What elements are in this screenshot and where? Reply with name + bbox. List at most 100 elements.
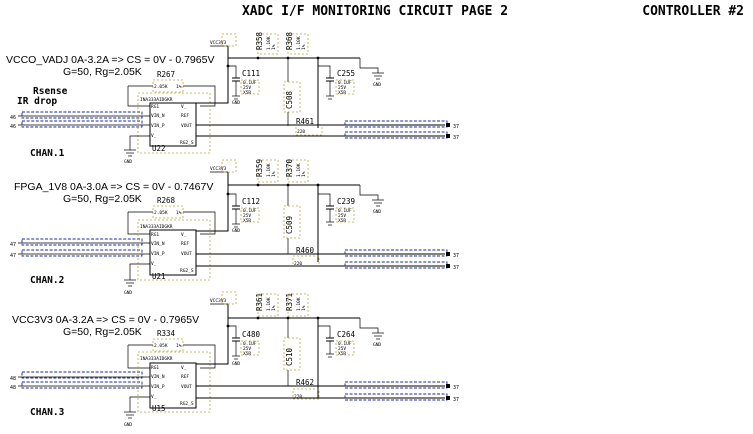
- svg-text:1.10K: 1.10K: [266, 163, 272, 177]
- channel-condition: VCC3V3 0A-3.2A => CS = 0V - 0.7965V: [12, 314, 199, 326]
- res-fb-value: 220: [294, 394, 302, 400]
- svg-text:GND: GND: [232, 361, 240, 367]
- svg-text:1%: 1%: [271, 171, 277, 177]
- cap-ref: C112: [242, 197, 260, 206]
- svg-text:0.1UF: 0.1UF: [243, 80, 257, 86]
- channel-gain: G=50, Rg=2.05K: [63, 66, 142, 78]
- svg-text:GND: GND: [232, 228, 240, 234]
- svg-text:VIN_P: VIN_P: [151, 384, 165, 390]
- input-pin-number: 46: [10, 115, 16, 121]
- svg-text:X5R: X5R: [243, 90, 251, 96]
- output-net-flags: 37 37: [196, 381, 459, 403]
- res-fb-ref: R461: [296, 117, 314, 126]
- svg-text:RG1: RG1: [151, 232, 159, 238]
- output-pin-number: 37: [453, 135, 459, 141]
- output-pin-number: 37: [453, 253, 459, 259]
- svg-text:1.10K: 1.10K: [296, 297, 302, 311]
- svg-text:1%: 1%: [301, 305, 307, 311]
- instrumentation-amplifier: INA333AIDGKR RG1 VIN_N VIN_P V_ V_ REF V…: [124, 219, 211, 296]
- channel-3-circuit: VCC3V3 0A-3.2A => CS = 0V - 0.7965V G=50…: [10, 291, 459, 428]
- svg-text:1.10K: 1.10K: [296, 36, 302, 50]
- svg-text:GND: GND: [373, 82, 381, 88]
- output-divider: R358 1.10K 1% R368 1.10K 1% C508 C255 0.…: [221, 31, 384, 136]
- cap-series-ref: C509: [285, 216, 294, 234]
- svg-text:0.1UF: 0.1UF: [338, 80, 352, 86]
- svg-text:25V: 25V: [338, 346, 346, 352]
- output-pin-number: 37: [453, 124, 459, 130]
- svg-text:VOUT: VOUT: [181, 251, 192, 257]
- supply-and-filter: VCC3V3 C112 0.1UF 25V X5R GND: [196, 166, 260, 234]
- channel-gain: G=50, Rg=2.05K: [63, 326, 142, 338]
- rg-value: 2.05K: [154, 84, 168, 90]
- amp-ref: U21: [152, 272, 166, 281]
- svg-text:VIN_N: VIN_N: [151, 113, 165, 119]
- svg-text:X5R: X5R: [338, 218, 346, 224]
- svg-text:25V: 25V: [243, 85, 251, 91]
- svg-text:V_: V_: [181, 365, 187, 371]
- svg-text:V_: V_: [151, 261, 157, 267]
- amp-ref: U15: [152, 404, 166, 413]
- res-a-ref: R361: [255, 293, 264, 311]
- channel-condition: FPGA_1V8 0A-3.0A => CS = 0V - 0.7467V: [14, 181, 213, 193]
- svg-text:X5R: X5R: [338, 90, 346, 96]
- svg-text:1.10K: 1.10K: [266, 36, 272, 50]
- svg-text:RG2_S: RG2_S: [180, 140, 194, 146]
- svg-text:VIN_N: VIN_N: [151, 374, 165, 380]
- gain-resistor: R268 2.05K 1%: [127, 196, 216, 235]
- svg-text:1%: 1%: [301, 44, 307, 50]
- svg-text:REF: REF: [181, 241, 189, 247]
- channel-label: CHAN.2: [30, 275, 64, 286]
- svg-text:1%: 1%: [271, 305, 277, 311]
- channel-label: CHAN.1: [30, 148, 65, 159]
- instrumentation-amplifier: INA333AIDGKR RG1 VIN_N VIN_P V_ V_ REF V…: [124, 92, 211, 165]
- vcc-label: VCC3V3: [210, 298, 227, 304]
- output-net-flags: 37 37: [196, 120, 459, 141]
- svg-text:X5R: X5R: [338, 351, 346, 357]
- channel-1-circuit: VCCO_VADJ 0A-3.2A => CS = 0V - 0.7965V G…: [6, 31, 459, 165]
- channel-condition: VCCO_VADJ 0A-3.2A => CS = 0V - 0.7965V: [6, 54, 214, 66]
- channel-gain: G=50, Rg=2.05K: [63, 193, 142, 205]
- rg-ref: R268: [157, 196, 176, 205]
- svg-text:V_: V_: [181, 232, 187, 238]
- svg-text:RG2_S: RG2_S: [180, 401, 194, 407]
- svg-text:GND: GND: [373, 342, 381, 348]
- cap-ref: C111: [242, 69, 260, 78]
- channel-label: CHAN.3: [30, 407, 65, 418]
- input-net-flags: 47 47: [10, 238, 150, 259]
- amp-part-number: INA333AIDGKR: [140, 97, 173, 103]
- svg-text:VOUT: VOUT: [181, 123, 192, 129]
- input-pin-number: 47: [10, 242, 16, 248]
- res-b-ref: R368: [285, 31, 294, 50]
- vcc-label: VCC3V3: [210, 40, 227, 46]
- cap-out-ref: C264: [337, 330, 356, 339]
- svg-text:1%: 1%: [301, 171, 307, 177]
- svg-text:GND: GND: [373, 209, 381, 215]
- supply-and-filter: VCC3V3 C480 0.1UF 25V X5R GND: [196, 298, 261, 367]
- svg-text:REF: REF: [181, 374, 189, 380]
- instrumentation-amplifier: INA333AIDGKR RG1 VIN_N VIN_P V_ V_ REF V…: [124, 351, 211, 428]
- page-title: XADC I/F MONITORING CIRCUIT PAGE 2: [242, 4, 508, 19]
- gain-resistor: R267 2.05K 1%: [127, 70, 216, 107]
- svg-text:X5R: X5R: [243, 218, 251, 224]
- cap-ref: C480: [242, 330, 261, 339]
- svg-text:GND: GND: [124, 159, 132, 165]
- gain-resistor: R334 2.05K 1%: [127, 329, 216, 369]
- svg-text:0.1UF: 0.1UF: [338, 208, 352, 214]
- rsense-label: Rsense: [33, 86, 68, 97]
- rg-tolerance: 1%: [176, 343, 182, 349]
- rg-value: 2.05K: [154, 343, 168, 349]
- res-a-ref: R359: [255, 159, 264, 177]
- svg-text:RG1: RG1: [151, 104, 159, 110]
- input-net-flags: 48 48: [10, 371, 150, 391]
- res-fb-ref: R460: [296, 246, 315, 255]
- svg-text:25V: 25V: [338, 85, 346, 91]
- cap-series-ref: C508: [285, 90, 294, 109]
- rg-value: 2.05K: [154, 210, 168, 216]
- rg-ref: R267: [157, 70, 175, 79]
- res-fb-value: 220: [294, 261, 302, 267]
- cap-out-ref: C255: [337, 69, 355, 78]
- input-pin-number: 48: [10, 385, 16, 391]
- input-pin-number: 48: [10, 376, 16, 382]
- svg-text:V_: V_: [181, 104, 187, 110]
- rg-tolerance: 1%: [176, 210, 182, 216]
